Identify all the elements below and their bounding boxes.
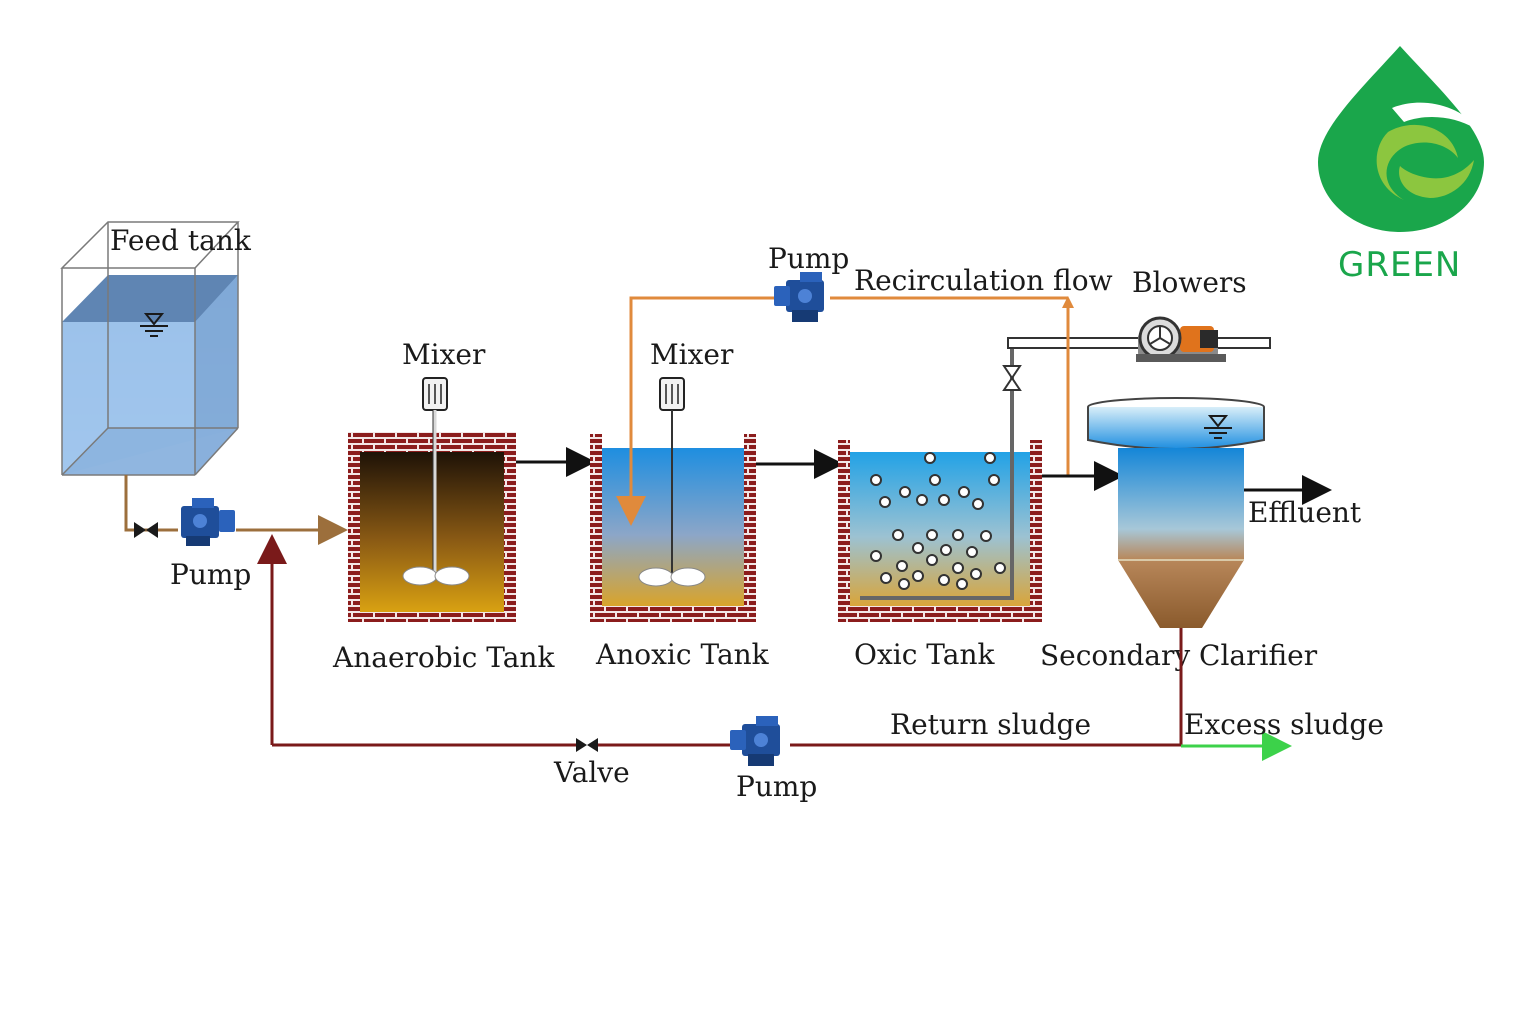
- return-sludge-pipe: [257, 534, 1183, 747]
- feed-tank: [60, 221, 240, 476]
- return-sludge-label: Return sludge: [890, 708, 1091, 741]
- blowers-label: Blowers: [1132, 266, 1247, 299]
- mixer-icon: [402, 377, 470, 586]
- feed-pump-label: Pump: [170, 558, 251, 591]
- pump-icon: [730, 716, 780, 766]
- secondary-clarifier-label: Secondary Clarifier: [1040, 639, 1318, 672]
- valve-icon: [134, 522, 158, 538]
- secondary-clarifier: [1087, 397, 1265, 628]
- recirculation-flow-label: Recirculation flow: [854, 264, 1113, 297]
- aeration-bubbles: [870, 452, 1006, 590]
- mixer-2-label: Mixer: [650, 338, 734, 371]
- blower-icon: [1136, 316, 1226, 362]
- effluent-label: Effluent: [1248, 496, 1362, 529]
- green-logo: GREEN: [1318, 46, 1484, 285]
- return-pump-label: Pump: [736, 770, 817, 803]
- mixer-icon: [638, 377, 706, 587]
- feed-tank-label: Feed tank: [110, 224, 252, 257]
- pump-icon: [774, 272, 824, 322]
- anaerobic-tank: [348, 432, 516, 622]
- valve-icon: [576, 738, 598, 752]
- pump-icon: [181, 498, 235, 546]
- recirculation-arrow-head: [1062, 296, 1074, 308]
- anaerobic-tank-label: Anaerobic Tank: [332, 641, 555, 674]
- anoxic-tank-label: Anoxic Tank: [595, 638, 770, 671]
- feed-pipe: [124, 475, 348, 545]
- valve-label: Valve: [553, 756, 630, 789]
- logo-text: GREEN: [1338, 245, 1461, 285]
- mixer-1-label: Mixer: [402, 338, 486, 371]
- water-level-icon: [1204, 415, 1232, 439]
- excess-sludge-label: Excess sludge: [1184, 708, 1384, 741]
- oxic-tank-label: Oxic Tank: [854, 638, 996, 671]
- recirc-pump-label: Pump: [768, 242, 849, 275]
- water-level-icon: [140, 313, 168, 337]
- valve-icon: [1002, 365, 1022, 391]
